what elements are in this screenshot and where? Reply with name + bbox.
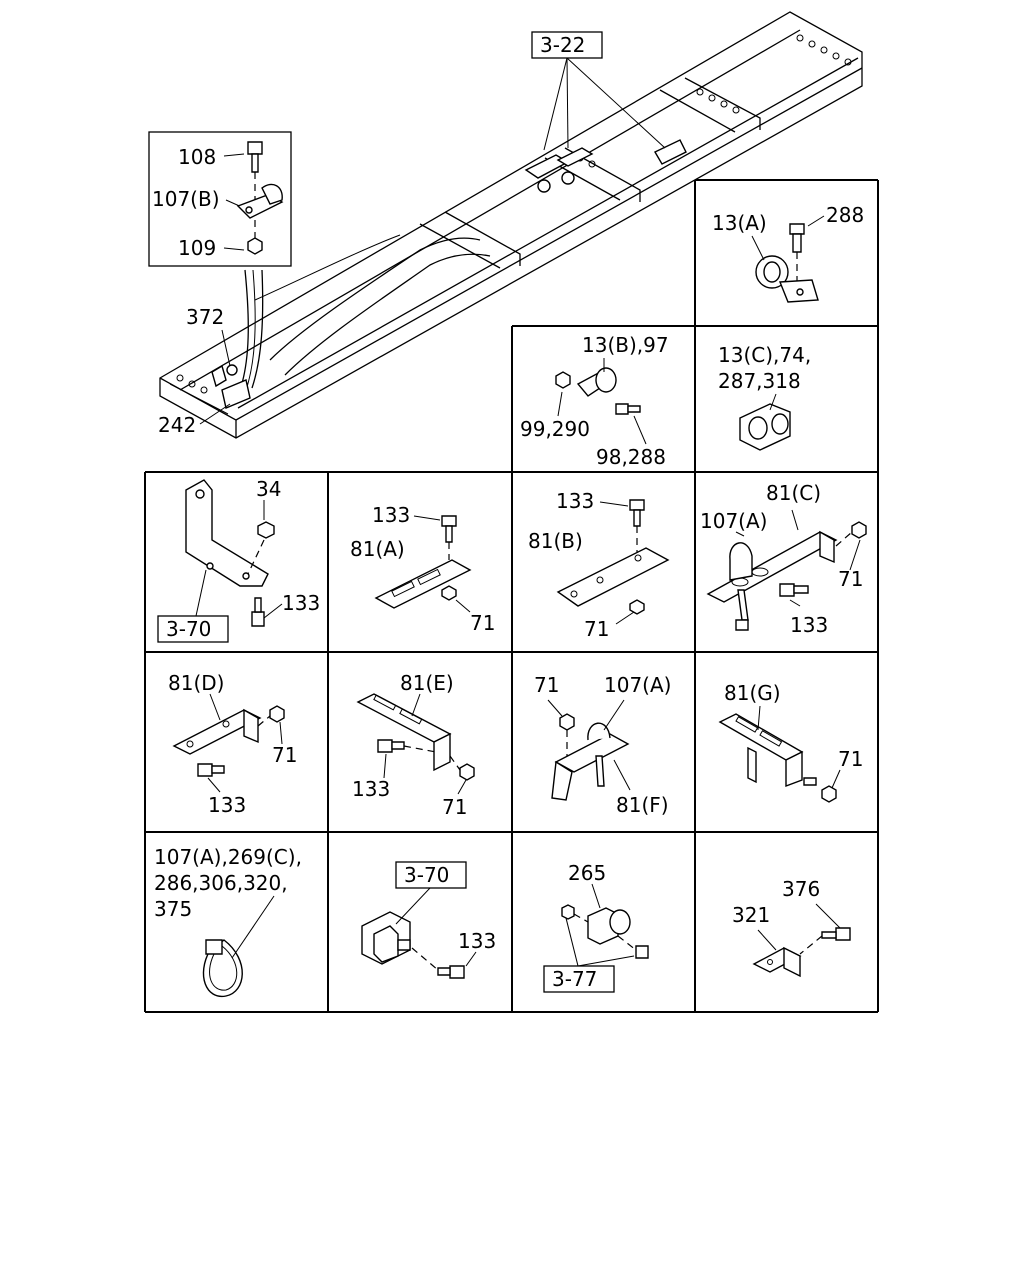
reference-label-3-70: 3-70 [404, 863, 449, 887]
callout-109: 109 [178, 236, 216, 260]
callout-71: 71 [272, 743, 297, 767]
callout-288: 288 [826, 203, 864, 227]
cell-13c: 13(C),74, 287,318 [718, 343, 811, 451]
cell-81e: 81(E) 133 71 [352, 671, 475, 819]
reference-box-3-22[interactable] [531, 31, 603, 59]
callout-34: 34 [256, 477, 281, 501]
callout-376: 376 [782, 877, 820, 901]
callout-133: 133 [556, 489, 594, 513]
callout-71: 71 [442, 795, 467, 819]
callout-13a: 13(A) [712, 211, 767, 235]
callout-287-318: 287,318 [718, 369, 801, 393]
callout-tie-line2: 286,306,320, [154, 871, 288, 895]
callout-71: 71 [584, 617, 609, 641]
callout-133: 133 [208, 793, 246, 817]
cell-13a: 13(A) 288 [712, 203, 864, 303]
callout-133: 133 [372, 503, 410, 527]
cell-81f: 71 107(A) 81(F) [534, 673, 671, 817]
callout-13c-74: 13(C),74, [718, 343, 811, 367]
callout-13b-97: 13(B),97 [582, 333, 669, 357]
reference-box-3-70[interactable] [395, 861, 467, 889]
callout-tie-line3: 375 [154, 897, 192, 921]
callout-81c: 81(C) [766, 481, 821, 505]
reference-label-3-22: 3-22 [540, 33, 585, 57]
leader-line [566, 57, 666, 149]
callout-372: 372 [186, 305, 224, 329]
cell-bracket-34: 34 133 3-70 [157, 477, 320, 643]
callout-71: 71 [838, 567, 863, 591]
cell-81b: 133 81(B) 71 [528, 489, 670, 641]
callout-98-288: 98,288 [596, 445, 666, 469]
callout-321: 321 [732, 903, 770, 927]
cell-81g: 81(G) 71 [718, 681, 863, 803]
leader-line [566, 57, 569, 149]
callout-108: 108 [178, 145, 216, 169]
cell-265: 265 3-77 [543, 861, 649, 993]
cell-clamp-3-70: 3-70 133 [361, 861, 496, 979]
leader-line [543, 57, 568, 151]
callout-107a: 107(A) [700, 509, 767, 533]
callout-107a: 107(A) [604, 673, 671, 697]
callout-71: 71 [470, 611, 495, 635]
parts-grid [144, 179, 879, 1013]
callout-99-290: 99,290 [520, 417, 590, 441]
cell-81d: 81(D) 71 133 [168, 671, 297, 817]
detail-inset: 108 107(B) 109 [148, 131, 292, 267]
callout-81f: 81(F) [616, 793, 669, 817]
callout-tie-line1: 107(A),269(C), [154, 845, 302, 869]
callout-133: 133 [790, 613, 828, 637]
reference-label-3-77: 3-77 [552, 967, 597, 991]
cell-13b-97: 13(B),97 99,290 98,288 [520, 333, 669, 469]
reference-box-3-70[interactable] [157, 615, 229, 643]
reference-label-3-70: 3-70 [166, 617, 211, 641]
callout-242: 242 [158, 413, 196, 437]
callout-265: 265 [568, 861, 606, 885]
callout-81a: 81(A) [350, 537, 405, 561]
callout-81b: 81(B) [528, 529, 583, 553]
callout-81d: 81(D) [168, 671, 224, 695]
callout-81g: 81(G) [724, 681, 781, 705]
cell-cable-tie: 107(A),269(C), 286,306,320, 375 [154, 845, 302, 997]
callout-81e: 81(E) [400, 671, 454, 695]
cell-321-376: 376 321 [732, 877, 851, 978]
callout-133: 133 [282, 591, 320, 615]
callout-133: 133 [458, 929, 496, 953]
cell-81a: 133 81(A) 71 [350, 503, 495, 635]
callout-107b: 107(B) [152, 187, 220, 211]
callout-71: 71 [534, 673, 559, 697]
chassis-frame-illustration [159, 11, 863, 439]
callout-133: 133 [352, 777, 390, 801]
cell-81c: 81(C) 107(A) 71 133 [700, 481, 867, 637]
callout-71: 71 [838, 747, 863, 771]
